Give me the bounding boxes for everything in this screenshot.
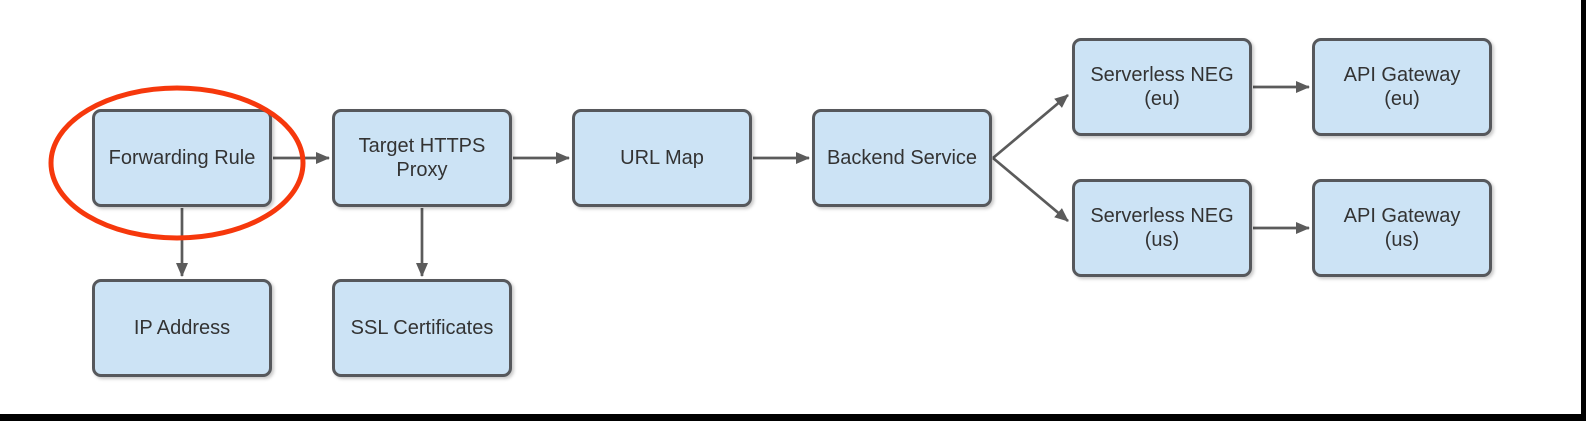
node-forwarding-rule: Forwarding Rule	[92, 109, 272, 207]
frame-bottom-edge	[0, 414, 1586, 421]
frame-right-edge	[1581, 0, 1586, 421]
node-api-gateway-us: API Gateway (us)	[1312, 179, 1492, 277]
node-label: API Gateway (us)	[1343, 205, 1461, 251]
node-label: URL Map	[620, 147, 704, 169]
node-label: Forwarding Rule	[108, 147, 256, 169]
node-label: API Gateway (eu)	[1343, 64, 1461, 110]
node-label: Serverless NEG (us)	[1090, 205, 1234, 251]
node-label: Backend Service	[826, 147, 978, 169]
node-api-gateway-eu: API Gateway (eu)	[1312, 38, 1492, 136]
node-label: IP Address	[133, 317, 231, 339]
node-label: Target HTTPS Proxy	[358, 135, 486, 181]
node-ssl-certificates: SSL Certificates	[332, 279, 512, 377]
node-serverless-neg-eu: Serverless NEG (eu)	[1072, 38, 1252, 136]
node-url-map: URL Map	[572, 109, 752, 207]
node-label: Serverless NEG (eu)	[1090, 64, 1234, 110]
connector-backend-service-to-serverless-neg-eu	[992, 93, 1069, 160]
node-backend-service: Backend Service	[812, 109, 992, 207]
connector-backend-service-to-serverless-neg-us	[992, 156, 1069, 223]
node-label: SSL Certificates	[350, 317, 494, 339]
node-ip-address: IP Address	[92, 279, 272, 377]
node-target-https-proxy: Target HTTPS Proxy	[332, 109, 512, 207]
node-serverless-neg-us: Serverless NEG (us)	[1072, 179, 1252, 277]
